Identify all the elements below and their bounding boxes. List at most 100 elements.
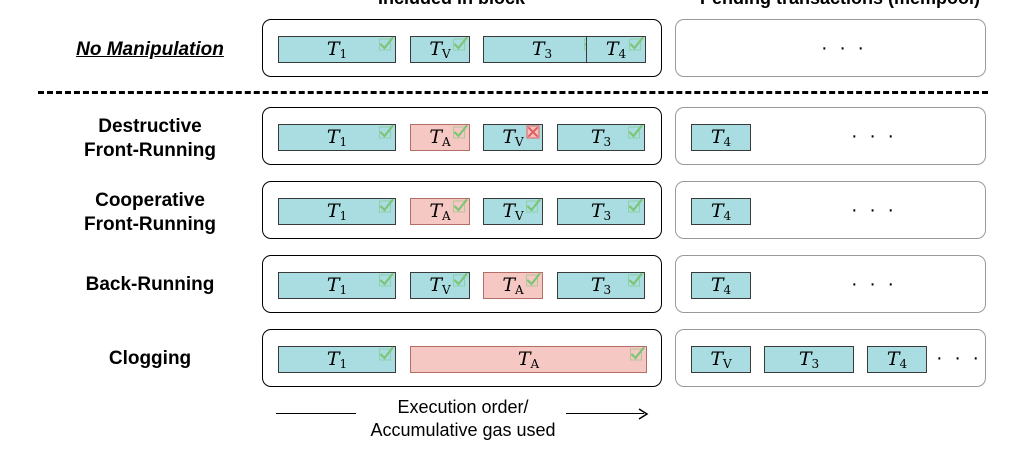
transaction-label: TV <box>710 348 731 371</box>
mempool-container: T4· · · <box>675 181 986 239</box>
check-icon <box>453 36 468 51</box>
transaction: T4 <box>691 124 751 151</box>
transaction-subscript: 3 <box>603 209 612 223</box>
transaction: T1 <box>278 124 396 151</box>
transaction-symbol: T <box>710 126 724 148</box>
arrow-line-right <box>566 413 644 414</box>
transaction-subscript: 1 <box>339 135 348 149</box>
transaction-symbol: T <box>502 200 515 222</box>
transaction-subscript: 3 <box>603 283 612 297</box>
transaction-subscript: 1 <box>339 209 348 223</box>
transaction-symbol: T <box>326 274 340 296</box>
check-icon <box>379 346 394 361</box>
transaction-symbol: T <box>326 200 340 222</box>
check-icon <box>628 272 643 287</box>
attacker-transaction: TA <box>410 198 470 225</box>
transaction-label: T3 <box>591 126 611 149</box>
transaction: T3 <box>557 124 645 151</box>
transaction-label: T1 <box>327 38 347 61</box>
transaction-label: T1 <box>327 274 347 297</box>
transaction-label: T4 <box>711 200 731 223</box>
check-icon <box>379 36 394 51</box>
check-icon <box>379 272 394 287</box>
transaction-label: T4 <box>711 126 731 149</box>
transaction: T4 <box>586 36 646 63</box>
arrow-line-left <box>276 413 356 414</box>
transaction-symbol: T <box>502 126 515 148</box>
transaction-label: T3 <box>799 348 819 371</box>
transaction-symbol: T <box>710 274 724 296</box>
block-header: Included in block <box>378 0 525 9</box>
transaction-subscript: 3 <box>811 357 820 371</box>
transaction-label: TV <box>429 38 450 61</box>
ellipsis: · · · <box>851 125 898 147</box>
transaction-label: T3 <box>532 38 552 61</box>
check-icon <box>379 124 394 139</box>
check-icon <box>629 36 644 51</box>
transaction-subscript: A <box>530 357 540 371</box>
transaction: T1 <box>278 346 396 373</box>
transaction-label: TA <box>429 200 450 223</box>
transaction: TV <box>691 346 751 373</box>
block-container: T1 TA <box>262 329 662 387</box>
check-icon <box>379 198 394 213</box>
transaction-label: TV <box>502 126 523 149</box>
transaction-symbol: T <box>710 348 723 370</box>
separator-line <box>38 91 988 94</box>
check-icon <box>526 272 541 287</box>
transaction-subscript: 3 <box>603 135 612 149</box>
transaction: T3 <box>557 272 645 299</box>
transaction: T1 <box>278 198 396 225</box>
mempool-container: T4· · · <box>675 255 986 313</box>
transaction: TV <box>410 36 470 63</box>
attacker-transaction: TA <box>410 124 470 151</box>
transaction-symbol: T <box>605 38 619 60</box>
transaction-subscript: V <box>723 357 732 371</box>
ellipsis: · · · <box>936 347 983 369</box>
caption-line: Accumulative gas used <box>370 420 556 440</box>
transaction-label: T4 <box>606 38 626 61</box>
check-icon <box>453 272 468 287</box>
transaction-label: TA <box>502 274 523 297</box>
attacker-transaction: TA <box>483 272 543 299</box>
transaction-label: T4 <box>887 348 907 371</box>
transaction-symbol: T <box>590 200 604 222</box>
transaction: T1 <box>278 272 396 299</box>
transaction-symbol: T <box>590 274 604 296</box>
row-label: Cooperative <box>95 190 205 211</box>
transaction-symbol: T <box>590 126 604 148</box>
transaction: TV <box>483 124 543 151</box>
transaction-symbol: T <box>429 274 442 296</box>
transaction-symbol: T <box>429 38 442 60</box>
transaction-label: T1 <box>327 348 347 371</box>
check-icon <box>630 346 645 361</box>
row-label: Clogging <box>108 348 192 369</box>
row-label: No Manipulation <box>76 39 224 60</box>
transaction: T4 <box>867 346 927 373</box>
transaction: T4 <box>691 198 751 225</box>
transaction-subscript: 4 <box>723 283 732 297</box>
transaction-label: T3 <box>591 274 611 297</box>
transaction-subscript: 4 <box>899 357 908 371</box>
transaction-symbol: T <box>429 200 442 222</box>
transaction-subscript: 4 <box>723 135 732 149</box>
transaction-symbol: T <box>517 348 531 370</box>
transaction-subscript: V <box>515 135 524 149</box>
transaction-subscript: 1 <box>339 283 348 297</box>
mempool-header: Pending transactions (mempool) <box>700 0 980 9</box>
row-label: Destructive <box>98 116 202 137</box>
transaction-label: TA <box>518 348 539 371</box>
transaction-label: T3 <box>591 200 611 223</box>
transaction-label: TV <box>502 200 523 223</box>
arrow-head-icon <box>638 408 649 420</box>
row-label: Front-Running <box>84 214 216 235</box>
check-icon <box>453 198 468 213</box>
axis-caption: Execution order/Accumulative gas used <box>338 396 588 442</box>
transaction-label: T4 <box>711 274 731 297</box>
transaction: TV <box>410 272 470 299</box>
mempool-container: T4 · · · <box>675 107 986 165</box>
check-icon <box>526 198 541 213</box>
